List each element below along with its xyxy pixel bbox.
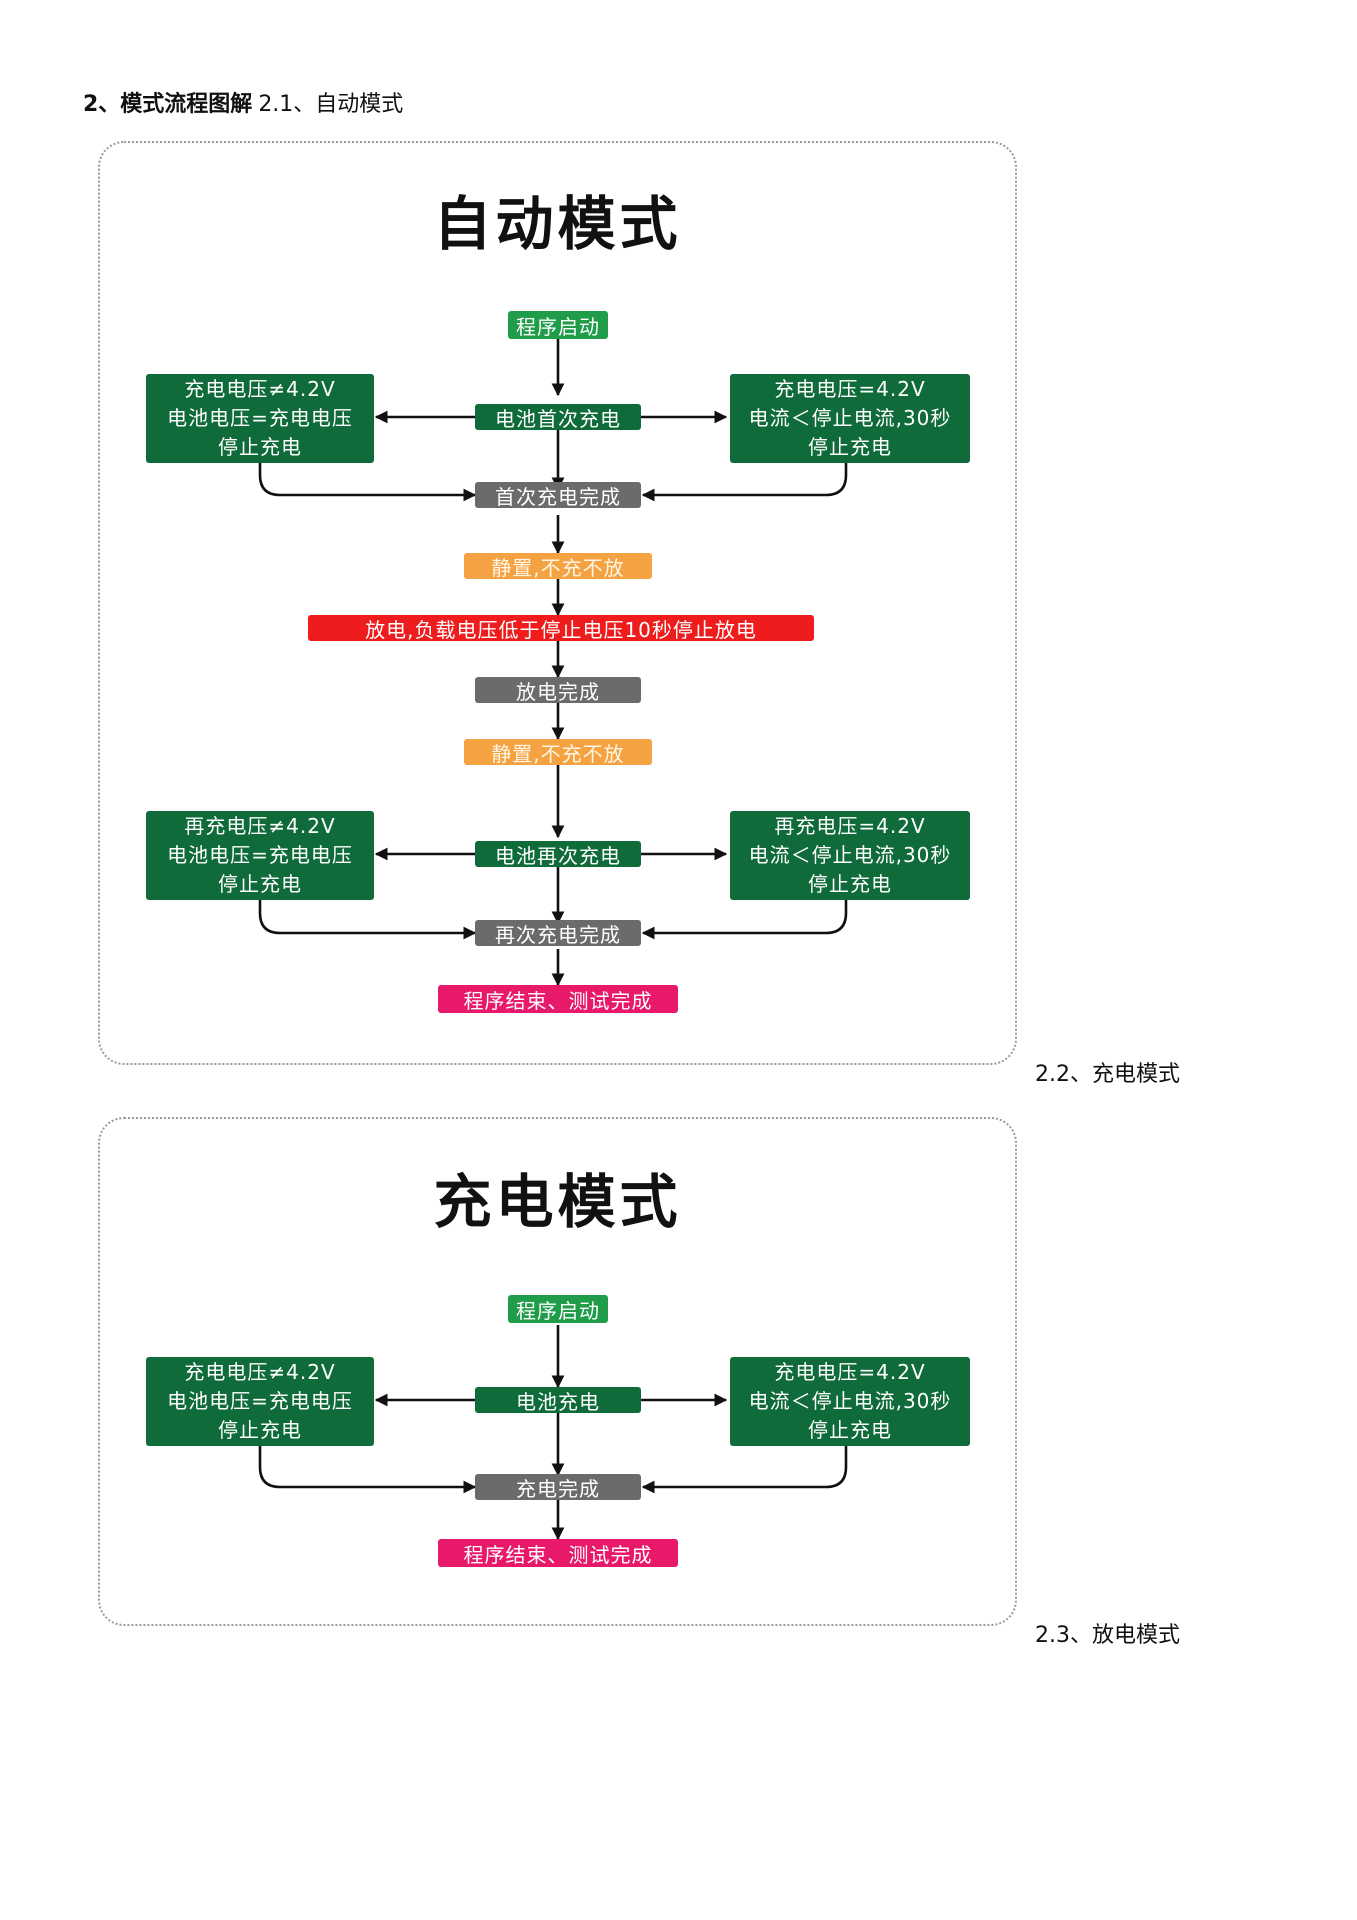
- charge-mode-arrows: [258, 1325, 848, 1541]
- auto-mode-title: 自动模式: [433, 190, 682, 258]
- auto-discharge-done-node: 放电完成: [475, 677, 641, 704]
- condition-line: 再充电压=4.2V: [774, 814, 926, 838]
- condition-line: 充电电压=4.2V: [774, 1360, 926, 1384]
- condition-line: 停止充电: [808, 872, 892, 896]
- auto-mode-diagram: 自动模式: [98, 141, 1017, 1065]
- charge-right-condition: 充电电压=4.2V 电流＜停止电流,30秒 停止充电: [730, 1357, 970, 1446]
- condition-line: 电流＜停止电流,30秒: [748, 406, 952, 430]
- condition-line: 充电电压≠4.2V: [184, 377, 336, 401]
- condition-line: 电流＜停止电流,30秒: [748, 1389, 952, 1413]
- charge-start-node: 程序启动: [508, 1295, 608, 1323]
- condition-line: 停止充电: [218, 872, 302, 896]
- auto-right-condition-1: 充电电压=4.2V 电流＜停止电流,30秒 停止充电: [730, 374, 970, 463]
- auto-second-charge-node: 电池再次充电: [475, 841, 641, 868]
- charge-charging-node: 电池充电: [475, 1387, 641, 1414]
- section-heading-bold: 2、模式流程图解: [83, 92, 253, 117]
- condition-line: 停止充电: [218, 1418, 302, 1442]
- caption-discharge-mode: 2.3、放电模式: [1035, 1623, 1180, 1648]
- charge-left-condition: 充电电压≠4.2V 电池电压=充电电压 停止充电: [146, 1357, 374, 1446]
- condition-line: 电池电压=充电电压: [167, 406, 353, 430]
- charge-end-node: 程序结束、测试完成: [438, 1539, 678, 1567]
- condition-line: 再充电压≠4.2V: [184, 814, 336, 838]
- auto-end-node: 程序结束、测试完成: [438, 985, 678, 1013]
- auto-rest-node-2: 静置,不充不放: [464, 739, 652, 766]
- auto-first-charge-node: 电池首次充电: [475, 404, 641, 431]
- charge-mode-diagram: 充电模式 程序启动 电池充电 充电电压≠4.2V 电池电压=充电电压 停止充电 …: [98, 1117, 1017, 1626]
- auto-first-done-node: 首次充电完成: [475, 482, 641, 509]
- section-heading-sub: 2.1、自动模式: [258, 92, 404, 117]
- auto-mode-arrows: [258, 339, 848, 987]
- auto-discharge-node: 放电,负载电压低于停止电压10秒停止放电: [308, 615, 814, 642]
- condition-line: 充电电压=4.2V: [774, 377, 926, 401]
- condition-line: 停止充电: [808, 435, 892, 459]
- auto-left-condition-2: 再充电压≠4.2V 电池电压=充电电压 停止充电: [146, 811, 374, 900]
- auto-second-done-node: 再次充电完成: [475, 920, 641, 947]
- auto-left-condition-1: 充电电压≠4.2V 电池电压=充电电压 停止充电: [146, 374, 374, 463]
- condition-line: 电池电压=充电电压: [167, 1389, 353, 1413]
- auto-right-condition-2: 再充电压=4.2V 电流＜停止电流,30秒 停止充电: [730, 811, 970, 900]
- charge-done-node: 充电完成: [475, 1474, 641, 1501]
- condition-line: 电池电压=充电电压: [167, 843, 353, 867]
- condition-line: 停止充电: [218, 435, 302, 459]
- condition-line: 停止充电: [808, 1418, 892, 1442]
- condition-line: 充电电压≠4.2V: [184, 1360, 336, 1384]
- condition-line: 电流＜停止电流,30秒: [748, 843, 952, 867]
- auto-start-node: 程序启动: [508, 311, 608, 339]
- charge-mode-title: 充电模式: [433, 1168, 682, 1236]
- auto-rest-node-1: 静置,不充不放: [464, 553, 652, 580]
- caption-charge-mode: 2.2、充电模式: [1035, 1062, 1180, 1087]
